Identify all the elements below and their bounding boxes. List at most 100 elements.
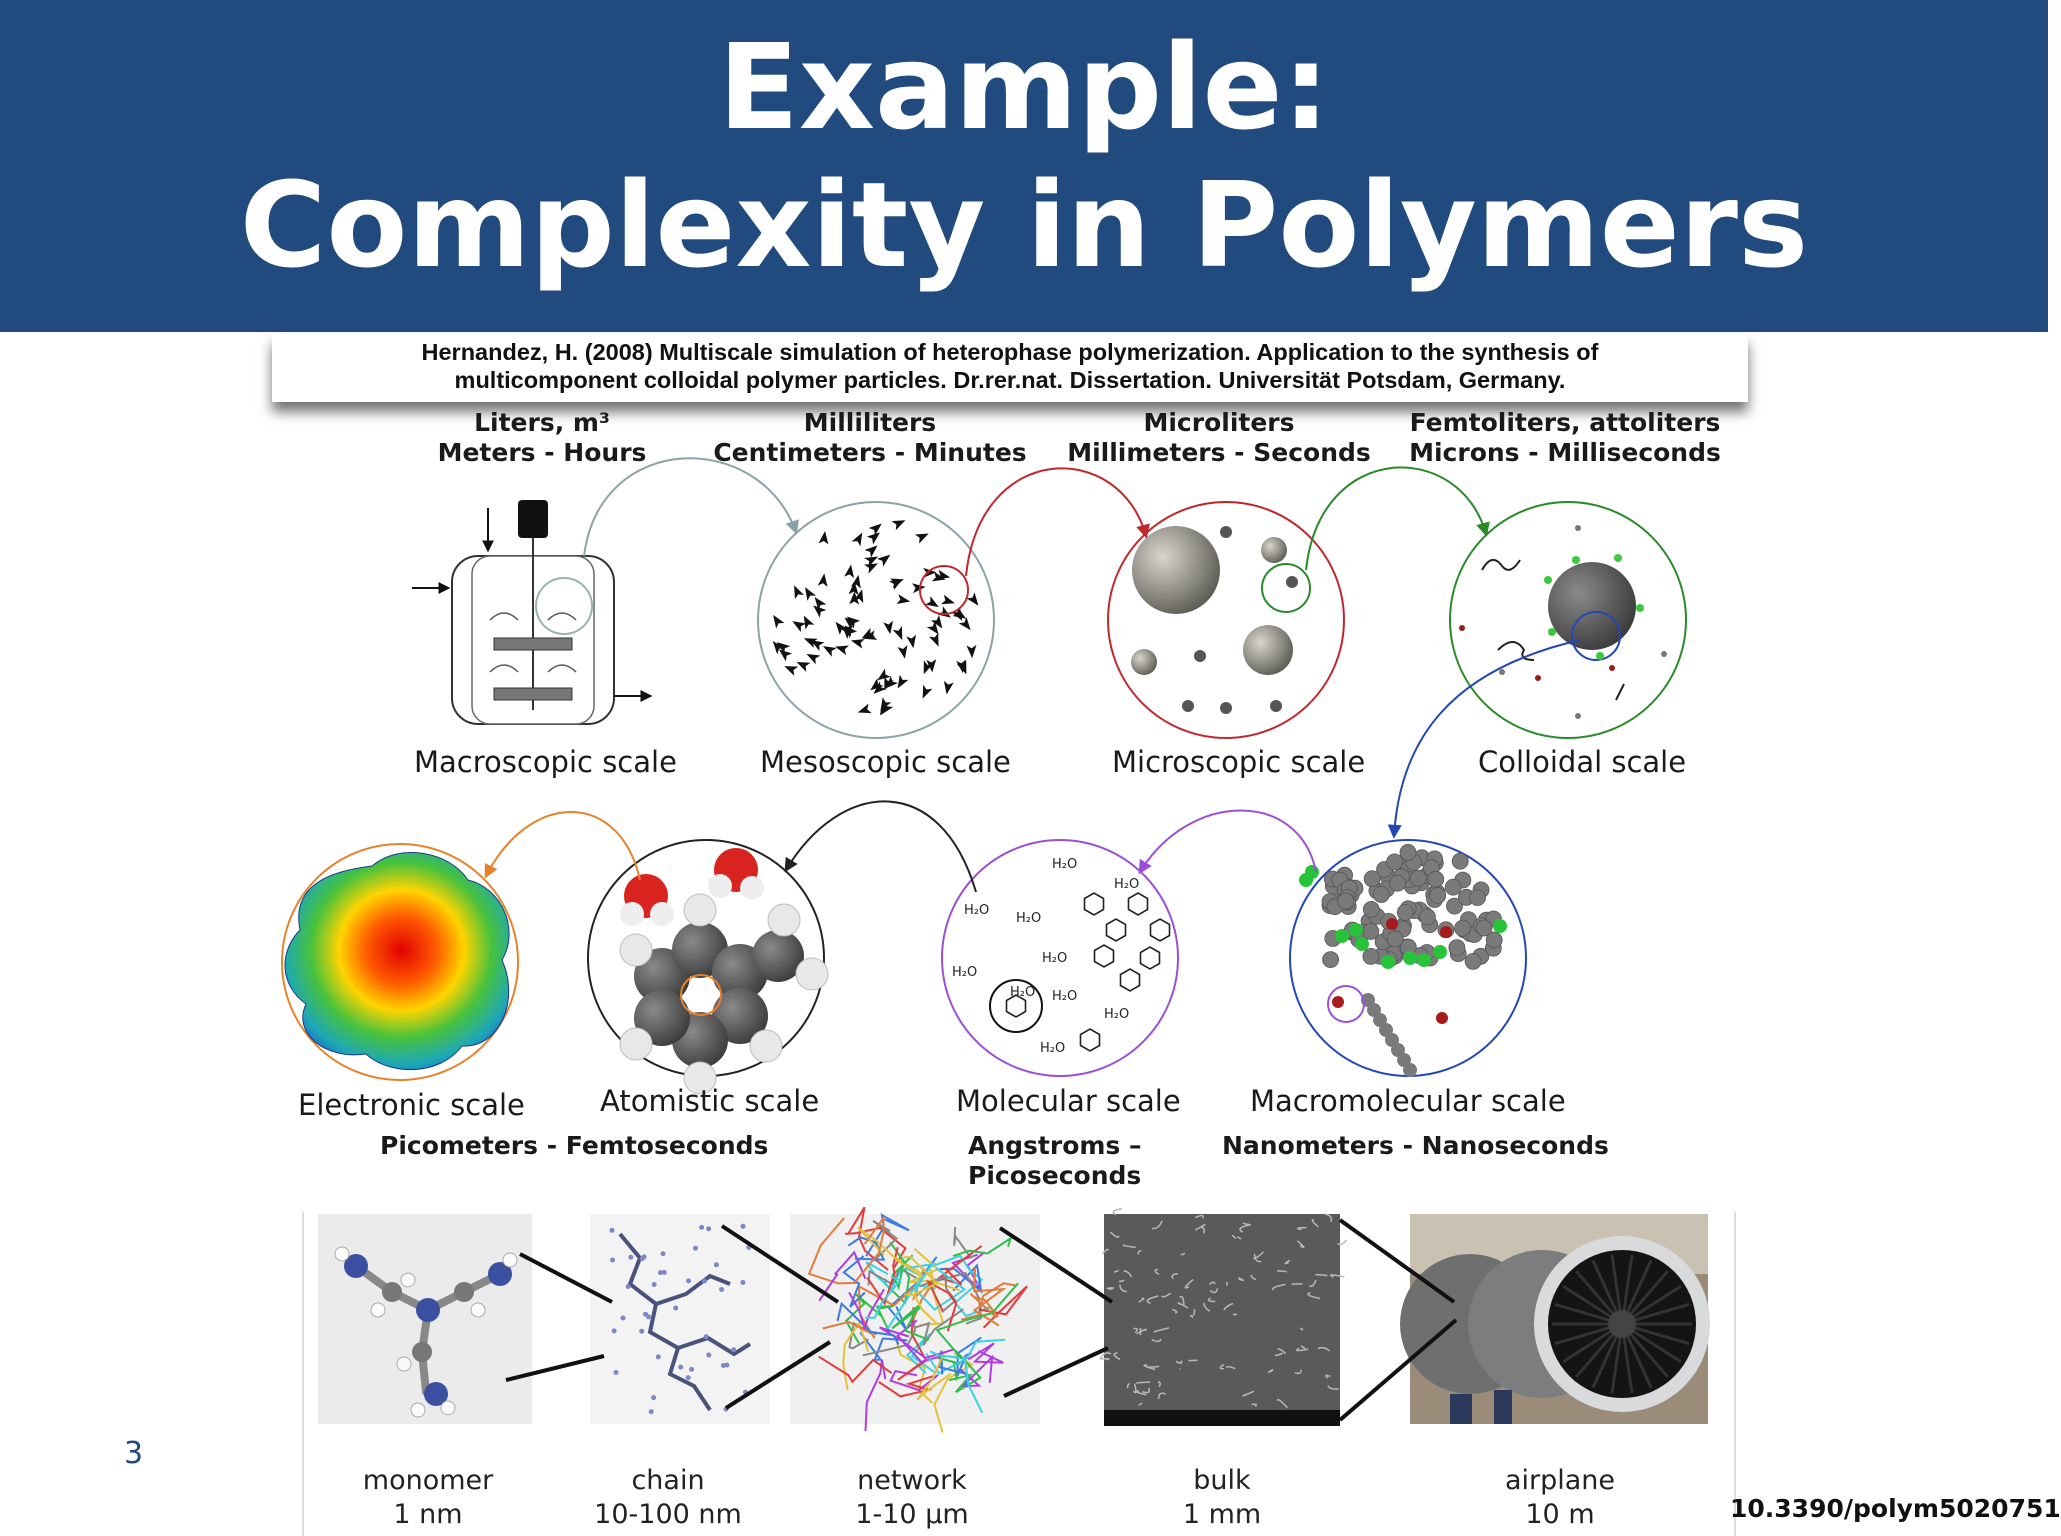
water-label: H₂O bbox=[1040, 1041, 1065, 1056]
flow-arrow bbox=[818, 531, 829, 545]
polymer-hierarchy-strip bbox=[302, 1212, 1736, 1536]
fracture-ridge bbox=[1141, 1387, 1151, 1394]
flow-arrow bbox=[857, 703, 872, 714]
microscopic-scale-label: Microscopic scale bbox=[1112, 745, 1366, 779]
fracture-ridge bbox=[1171, 1273, 1178, 1280]
fracture-ridge bbox=[1276, 1398, 1288, 1409]
water-label: H₂O bbox=[1114, 877, 1139, 892]
benzene-ring bbox=[1119, 968, 1141, 992]
network-strand bbox=[818, 1355, 893, 1384]
fracture-ridge bbox=[1315, 1273, 1328, 1277]
chain-atom bbox=[719, 1287, 725, 1292]
chain-atom bbox=[609, 1227, 615, 1233]
flow-arrow bbox=[813, 605, 827, 618]
network-strand bbox=[867, 1266, 917, 1286]
colloidal-circle bbox=[1449, 501, 1687, 739]
flow-arrow bbox=[861, 627, 876, 639]
macro-length-time-label: Meters - Hours bbox=[437, 438, 647, 467]
flow-arrow bbox=[896, 594, 911, 605]
chain-atom bbox=[686, 1278, 692, 1284]
fracture-ridge bbox=[1296, 1347, 1309, 1352]
network-size: 1-10 μm bbox=[855, 1499, 969, 1530]
fracture-ridge bbox=[1138, 1327, 1142, 1336]
macromolecular-units: Nanometers - Nanoseconds bbox=[1222, 1131, 1609, 1160]
flow-arrow bbox=[952, 607, 967, 619]
polymer-bead bbox=[1448, 939, 1466, 956]
fracture-ridge bbox=[1172, 1308, 1178, 1314]
fracture-ridge bbox=[1242, 1390, 1255, 1397]
polymer-bead bbox=[1362, 948, 1380, 965]
meso-volume-label: Milliliters bbox=[803, 408, 937, 437]
flow-arrow bbox=[851, 532, 863, 547]
polymer-bead bbox=[1451, 852, 1469, 870]
flow-arrow bbox=[844, 625, 858, 639]
flow-arrow bbox=[941, 594, 955, 605]
chain-atom bbox=[746, 1244, 752, 1250]
flow-arrow bbox=[848, 581, 859, 595]
chain-atom bbox=[689, 1366, 695, 1372]
chain-atom bbox=[639, 1328, 645, 1334]
flow-arrow bbox=[906, 634, 917, 649]
red-bead bbox=[1436, 1012, 1448, 1024]
fracture-ridge bbox=[1219, 1363, 1225, 1370]
fracture-ridge bbox=[1236, 1236, 1242, 1240]
molecular-units: Angstroms – Picoseconds bbox=[968, 1131, 1142, 1191]
red-bead bbox=[1440, 926, 1452, 938]
fracture-ridge bbox=[1118, 1279, 1125, 1283]
fracture-ridge bbox=[1154, 1268, 1160, 1276]
chain-size: 10-100 nm bbox=[594, 1499, 742, 1530]
fracture-ridge bbox=[1225, 1281, 1228, 1286]
electronic-density-circle bbox=[281, 843, 519, 1081]
benzene-ring bbox=[1139, 946, 1161, 970]
flow-arrow bbox=[897, 674, 909, 689]
flow-arrow bbox=[817, 573, 828, 587]
network-strand bbox=[848, 1288, 885, 1331]
network-strand bbox=[914, 1308, 964, 1346]
network-strand bbox=[853, 1215, 885, 1284]
green-bead bbox=[1493, 919, 1507, 933]
green-bead bbox=[1403, 951, 1417, 965]
flow-arrow bbox=[925, 596, 939, 608]
fracture-ridge bbox=[1324, 1213, 1333, 1223]
chain-atom bbox=[713, 1262, 719, 1268]
macro-unit-header: Liters, m³ Meters - Hours bbox=[392, 408, 692, 468]
network-strand bbox=[914, 1262, 967, 1311]
fracture-ridge bbox=[1223, 1302, 1234, 1311]
water-label: H₂O bbox=[1052, 989, 1077, 1004]
network-strand bbox=[864, 1275, 902, 1319]
flow-arrow bbox=[835, 621, 848, 635]
fracture-ridge bbox=[1250, 1274, 1257, 1281]
polymer-bead bbox=[1419, 908, 1436, 926]
fracture-ridge bbox=[1296, 1226, 1307, 1231]
chain-atom bbox=[703, 1334, 709, 1340]
network-strand bbox=[916, 1350, 952, 1401]
polymer-bead bbox=[1464, 953, 1482, 970]
green-bead bbox=[1417, 953, 1431, 967]
polymer-bead bbox=[1337, 892, 1354, 910]
title-banner bbox=[0, 0, 2048, 332]
airplane-engine-image bbox=[1400, 1214, 1710, 1424]
fracture-ridge bbox=[1099, 1358, 1110, 1361]
chain-atom bbox=[724, 1362, 730, 1368]
fracture-ridge bbox=[1138, 1297, 1145, 1303]
flow-arrow bbox=[930, 614, 943, 629]
network-strand bbox=[956, 1336, 982, 1376]
fracture-ridge bbox=[1297, 1240, 1305, 1249]
network-strand bbox=[919, 1268, 945, 1327]
macromolecular-scale-label: Macromolecular scale bbox=[1250, 1084, 1566, 1118]
network-image bbox=[790, 1206, 1040, 1433]
monomer-size: 1 nm bbox=[393, 1499, 463, 1530]
fracture-ridge bbox=[1238, 1277, 1245, 1282]
chain-atom bbox=[706, 1352, 712, 1358]
fracture-ridge bbox=[1177, 1302, 1189, 1309]
flow-arrow bbox=[923, 660, 934, 675]
fracture-ridge bbox=[1135, 1390, 1147, 1396]
fracture-ridge bbox=[1194, 1224, 1206, 1231]
molecular-units-line2: Picoseconds bbox=[968, 1161, 1142, 1190]
chain-atom bbox=[646, 1314, 652, 1320]
chain-atom bbox=[661, 1269, 667, 1275]
flow-arrow bbox=[822, 646, 837, 657]
flow-arrow bbox=[966, 644, 977, 659]
fracture-ridge bbox=[1253, 1253, 1262, 1263]
